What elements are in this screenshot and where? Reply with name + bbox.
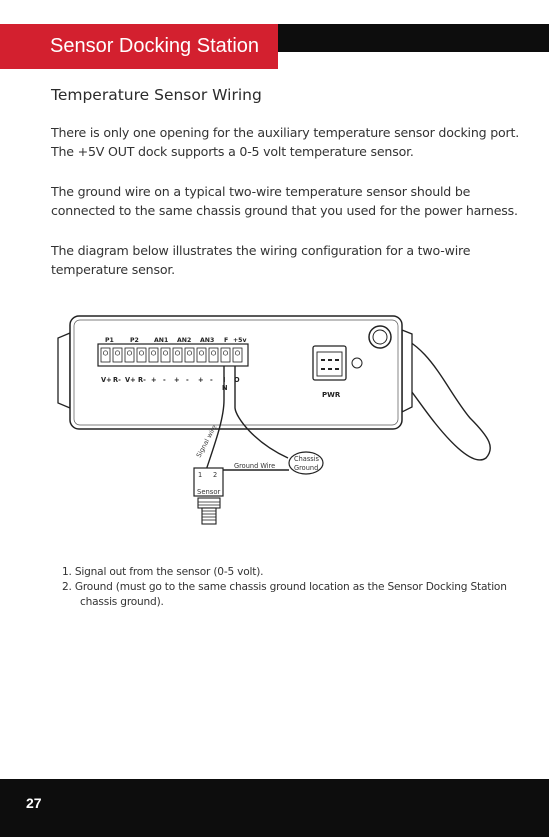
paragraph-ground-wire: The ground wire on a typical two-wire te… (51, 182, 521, 220)
label-an1: AN1 (154, 337, 168, 344)
terminal-screw (210, 350, 217, 356)
note-item-2-cont: chassis ground). (80, 596, 164, 608)
terminal-screw (162, 350, 169, 356)
paragraph-line: connected to the same chassis ground tha… (51, 203, 518, 218)
paragraph-line: There is only one opening for the auxili… (51, 125, 520, 140)
sensor-pin-2: 2 (213, 471, 217, 479)
wiring-diagram: P1 P2 AN1 AN2 AN3 F +5v V+ R- V+ R- + - … (57, 315, 491, 525)
section-heading: Temperature Sensor Wiring (51, 86, 262, 104)
label-p2: P2 (130, 337, 139, 344)
terminal-screw (186, 350, 193, 356)
sensor-nut (197, 497, 221, 509)
pwr-label: PWR (322, 391, 341, 399)
terminal-screw (150, 350, 157, 356)
sensor-probe (201, 507, 217, 525)
label-plus-3: + (198, 376, 204, 384)
terminal-screw (138, 350, 145, 356)
ground-wire-label: Ground Wire (234, 462, 275, 470)
paragraph-line: The +5V OUT dock supports a 0-5 volt tem… (51, 144, 414, 159)
paragraph-line: The diagram below illustrates the wiring… (51, 243, 471, 258)
label-v-plus-1: V+ (101, 376, 112, 384)
terminal-screw (174, 350, 181, 356)
label-f: F (224, 337, 228, 344)
cable-port (368, 325, 392, 349)
label-5v: +5v (233, 337, 247, 344)
terminal-screw (114, 350, 121, 356)
label-an3: AN3 (200, 337, 214, 344)
footer-bar (0, 779, 549, 837)
chassis-label-1: Chassis (294, 455, 320, 463)
label-p1: P1 (105, 337, 114, 344)
chassis-ground (288, 451, 324, 475)
page-title: Sensor Docking Station (0, 24, 278, 69)
label-r-minus-1: R- (113, 376, 121, 384)
label-minus-3: - (210, 376, 213, 384)
ground-wire-from-station (234, 366, 289, 459)
terminal-screw (102, 350, 109, 356)
label-v-plus-2: V+ (125, 376, 136, 384)
label-n: N (222, 384, 228, 392)
sensor-housing (193, 467, 224, 497)
label-minus-1: - (163, 376, 166, 384)
paragraph-diagram-intro: The diagram below illustrates the wiring… (51, 241, 521, 279)
status-led (351, 357, 363, 369)
terminal-screw (198, 350, 205, 356)
terminal-screw (222, 350, 229, 356)
left-flange (57, 332, 71, 409)
pwr-connector (312, 345, 347, 381)
note-item-1: 1. Signal out from the sensor (0-5 volt)… (62, 566, 264, 578)
label-o: O (234, 376, 240, 384)
right-flange (401, 329, 413, 414)
paragraph-line: temperature sensor. (51, 262, 175, 277)
terminal-screw (126, 350, 133, 356)
paragraph-line: The ground wire on a typical two-wire te… (51, 184, 471, 199)
sensor-label: Sensor (197, 488, 221, 496)
page-number: 27 (26, 795, 42, 811)
paragraph-docking-port: There is only one opening for the auxili… (51, 123, 521, 161)
terminal-screw (234, 350, 241, 356)
label-r-minus-2: R- (138, 376, 146, 384)
note-item-2: 2. Ground (must go to the same chassis g… (62, 581, 507, 593)
notes-list: 1. Signal out from the sensor (0-5 volt)… (62, 565, 507, 610)
label-minus-2: - (186, 376, 189, 384)
sensor-pin-1: 1 (198, 471, 202, 479)
ground-wire-from-sensor (215, 469, 289, 486)
label-an2: AN2 (177, 337, 191, 344)
label-plus-1: + (151, 376, 157, 384)
header-strip (0, 0, 549, 24)
docking-station-inner (73, 319, 399, 426)
chassis-label-2: Ground (294, 464, 318, 472)
label-plus-2: + (174, 376, 180, 384)
